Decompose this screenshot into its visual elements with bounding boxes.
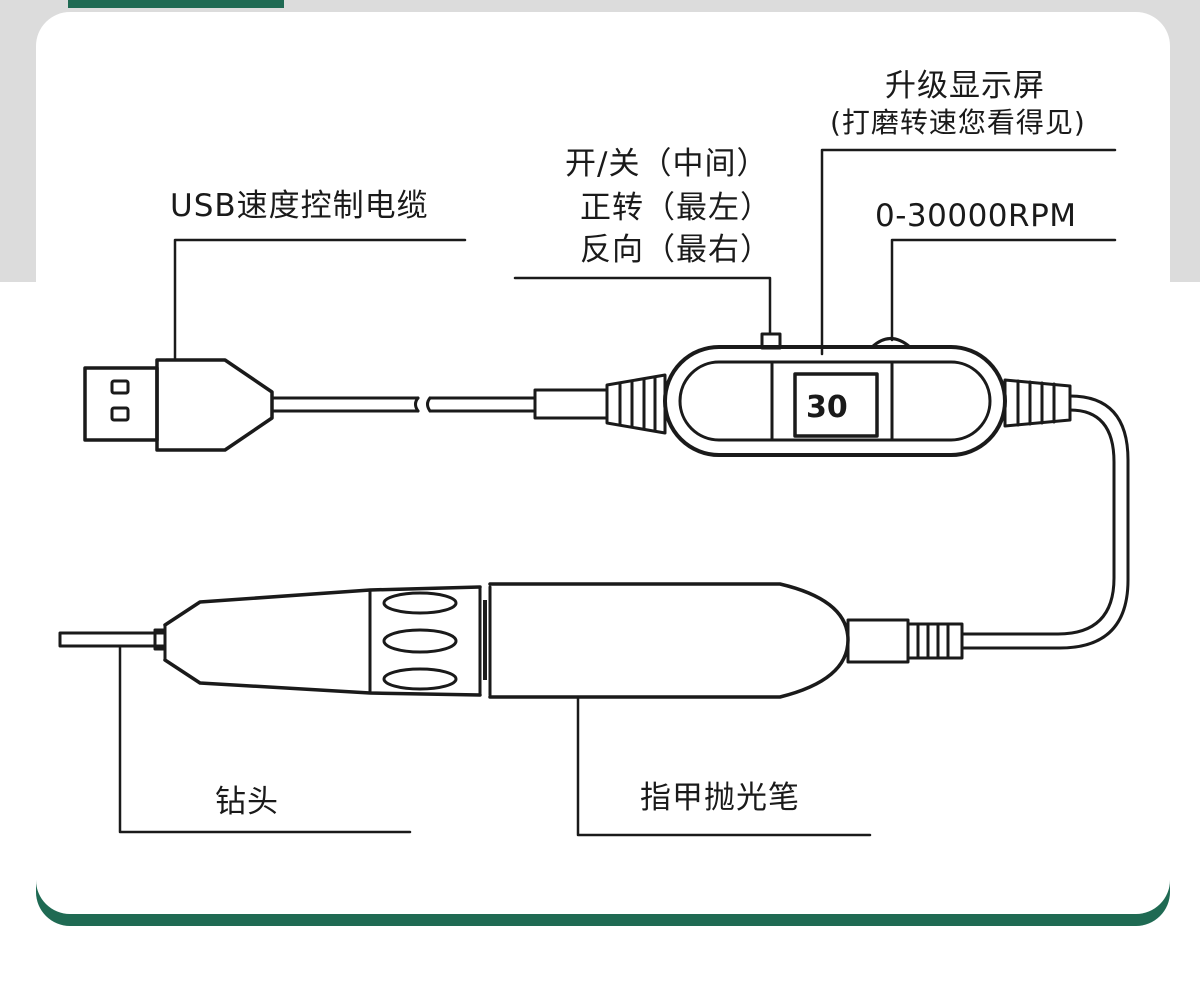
leader-speed [890,238,1117,342]
left-strain-relief [605,373,667,435]
usb-cable [270,388,609,420]
label-speed-range: 0-30000RPM [875,198,1077,234]
display-readout: 30 [806,390,848,425]
label-display-subtitle: (打磨转速您看得见) [830,106,1086,139]
label-display-title: 升级显示屏 [885,68,1045,104]
right-strain-relief [1003,378,1072,428]
leader-lines [118,148,1117,837]
drill-bit-shape [58,628,167,651]
leader-pen [576,695,872,837]
usb-plug [83,358,274,452]
label-drill-bit: 钻头 [215,784,279,820]
leader-switch [513,276,772,336]
label-usb-cable: USB速度控制电缆 [170,188,429,224]
diagram-card [36,12,1170,914]
label-switch-reverse: 反向（最右） [580,232,772,268]
top-accent-bar [68,0,284,8]
nail-pen-body [163,582,964,699]
leader-display [820,148,1117,356]
label-switch-onoff: 开/关（中间） [565,146,769,182]
label-nail-pen: 指甲抛光笔 [640,780,800,816]
leader-drill-bit [118,644,412,834]
label-switch-forward: 正转（最左） [580,190,772,226]
pen-cable [960,394,1130,650]
leader-usb [173,238,467,362]
